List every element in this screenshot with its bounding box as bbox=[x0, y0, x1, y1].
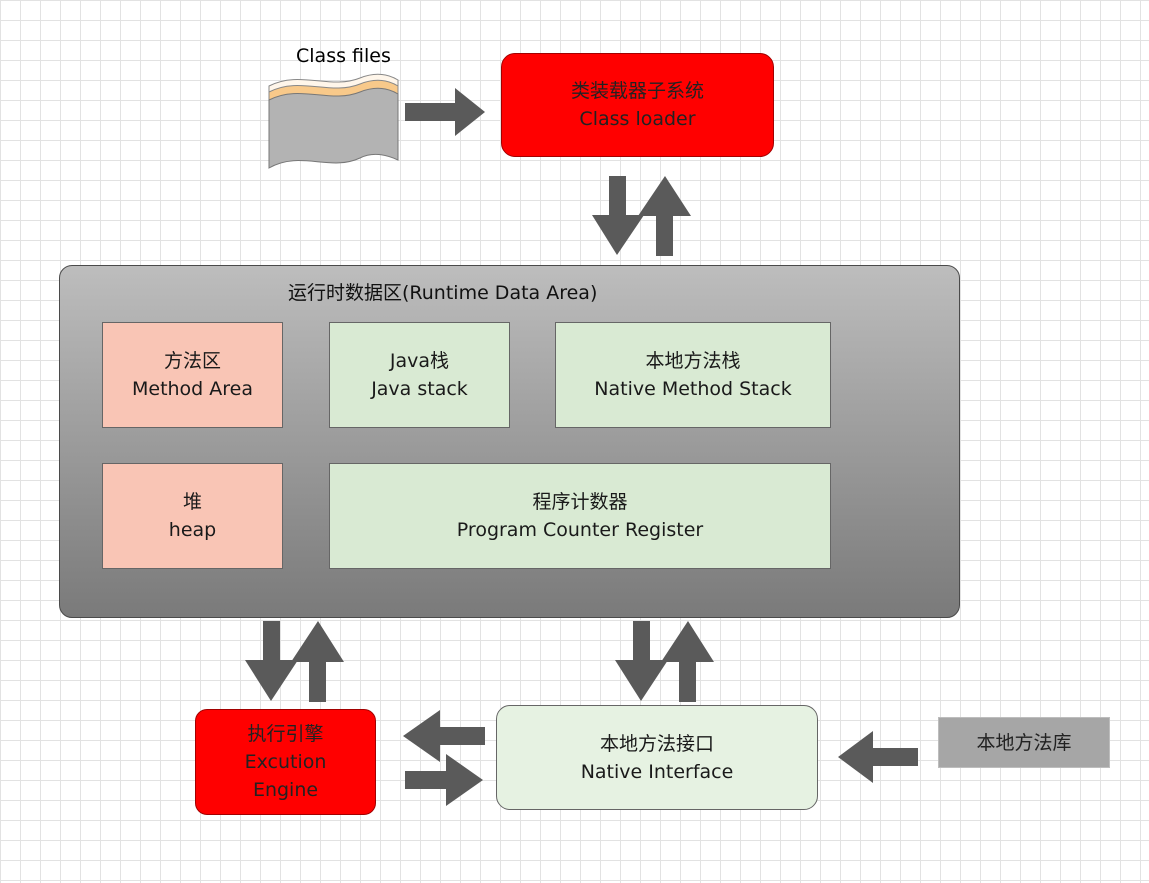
class-files-label: Class files bbox=[296, 45, 391, 67]
heap-en: heap bbox=[168, 519, 217, 541]
native-interface-zh: 本地方法接口 bbox=[599, 732, 714, 755]
native-stack-zh: 本地方法栈 bbox=[645, 350, 741, 372]
arrow-native-down bbox=[615, 621, 668, 701]
arrow-classfiles-to-loader bbox=[405, 88, 485, 136]
native-interface-box: 本地方法接口 Native Interface bbox=[496, 705, 818, 810]
method-area-zh: 方法区 bbox=[163, 350, 221, 372]
heap-box: 堆 heap bbox=[102, 463, 283, 569]
execution-engine-zh: 执行引擎 bbox=[247, 723, 324, 745]
java-stack-box: Java栈 Java stack bbox=[329, 322, 510, 428]
program-counter-box: 程序计数器 Program Counter Register bbox=[329, 463, 831, 569]
arrow-engine-up bbox=[291, 621, 344, 702]
heap-zh: 堆 bbox=[182, 491, 202, 513]
arrow-loader-down bbox=[592, 176, 644, 255]
java-stack-en: Java stack bbox=[371, 378, 468, 400]
method-area-en: Method Area bbox=[131, 378, 254, 400]
program-counter-en: Program Counter Register bbox=[456, 519, 704, 541]
execution-engine-box: 执行引擎 Excution Engine bbox=[195, 709, 376, 815]
runtime-area-title: 运行时数据区(Runtime Data Area) bbox=[288, 282, 598, 304]
native-method-stack-box: 本地方法栈 Native Method Stack bbox=[555, 322, 831, 428]
arrow-library-to-interface bbox=[838, 731, 918, 783]
arrow-interface-to-engine bbox=[403, 710, 485, 762]
class-loader-zh: 类装载器子系统 bbox=[570, 80, 704, 102]
native-stack-en: Native Method Stack bbox=[594, 378, 792, 400]
execution-engine-en-1: Excution bbox=[244, 751, 327, 773]
native-library-label: 本地方法库 bbox=[976, 731, 1072, 754]
java-stack-zh: Java栈 bbox=[389, 350, 450, 372]
class-loader-en: Class loader bbox=[579, 108, 696, 130]
program-counter-zh: 程序计数器 bbox=[532, 491, 628, 513]
arrow-native-up bbox=[661, 621, 714, 702]
method-area-box: 方法区 Method Area bbox=[102, 322, 283, 428]
class-loader-box: 类装载器子系统 Class loader bbox=[501, 53, 774, 157]
execution-engine-en-2: Engine bbox=[252, 779, 319, 801]
arrow-engine-to-interface bbox=[405, 754, 483, 806]
arrow-loader-up bbox=[638, 176, 691, 256]
native-library-box: 本地方法库 bbox=[938, 717, 1110, 768]
class-files-icon bbox=[268, 73, 399, 169]
arrow-engine-down bbox=[245, 621, 298, 701]
native-interface-en: Native Interface bbox=[580, 760, 734, 783]
